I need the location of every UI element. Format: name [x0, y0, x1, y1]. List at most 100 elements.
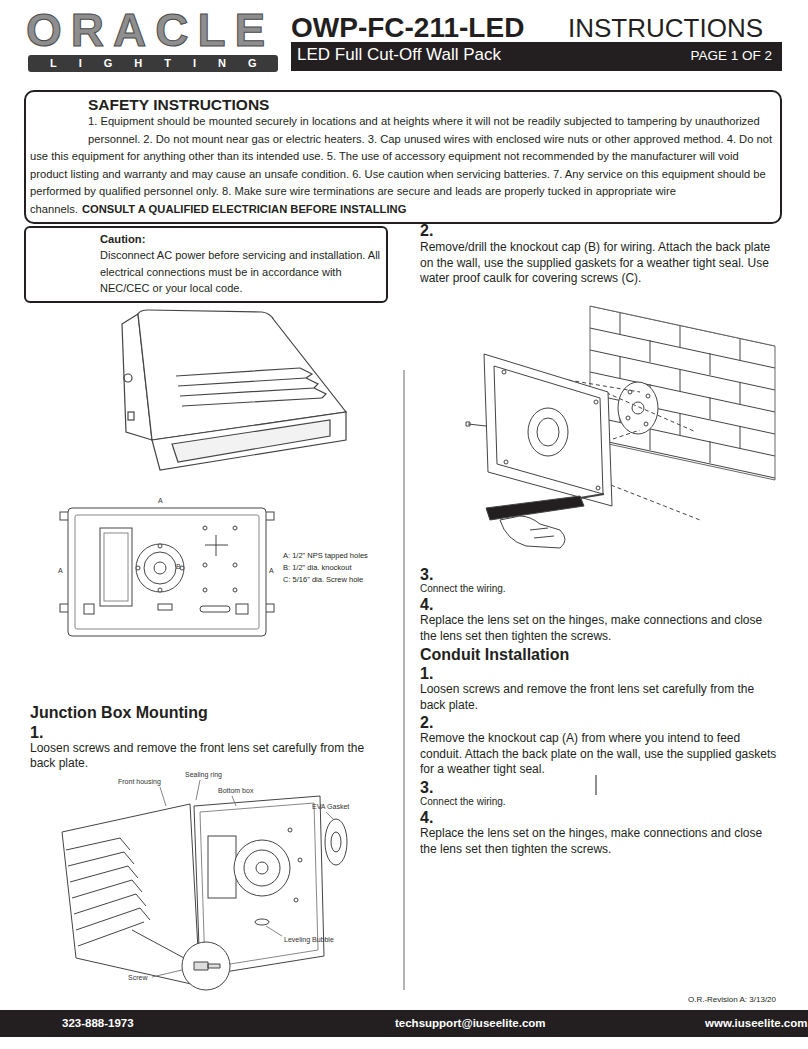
back-plate-drawing	[200, 606, 230, 612]
step-text: Remove/drill the knockout cap (B) for wi…	[420, 240, 782, 287]
brick-wall-drawing	[484, 354, 612, 506]
junction-box-drawing	[298, 858, 302, 862]
brick-wall-drawing	[644, 422, 648, 426]
safety-panel: SAFETY INSTRUCTIONS1. Equipment should b…	[24, 90, 782, 224]
brick-wall-drawing	[528, 408, 568, 456]
back-plate-drawing	[75, 515, 259, 629]
step-text: Replace the lens set on the hinges, make…	[420, 826, 782, 857]
caution-text: Disconnect AC power before servicing and…	[100, 247, 382, 297]
junction-box-drawing	[182, 942, 230, 990]
back-plate-drawing	[205, 535, 228, 556]
section-heading: Conduit Installation	[420, 646, 569, 664]
dimension-letter: A	[58, 567, 63, 575]
junction-box-drawing	[62, 804, 200, 986]
back-plate-drawing	[84, 604, 94, 614]
junction-box-drawing	[120, 838, 150, 920]
step-text: Connect the wiring.	[420, 796, 506, 808]
dimension-letter: A	[158, 497, 163, 505]
back-plate-drawing	[144, 552, 176, 584]
contact-band: 323-888-1973techsupport@iuseelite.comwww…	[0, 1010, 808, 1037]
junction-box-drawing	[331, 832, 341, 852]
back-plate-drawing	[233, 563, 237, 567]
wall-pack-drawing	[152, 412, 346, 470]
section-heading: Junction Box Mounting	[30, 704, 208, 722]
back-plate-drawing	[158, 588, 162, 592]
back-plate-drawing	[236, 604, 248, 614]
dimension-letter: B	[176, 563, 181, 571]
brand-logo: ORACLE	[26, 7, 274, 53]
junction-box-drawing	[132, 930, 184, 958]
step-number: 3.	[420, 779, 433, 796]
key-entry: C: 5/16" dia. Screw hole	[283, 575, 363, 584]
key-entry: B: 1/2" dia. knockout	[283, 563, 352, 572]
caution-heading: Caution:	[100, 232, 145, 247]
junction-box-drawing	[62, 780, 347, 990]
step-text: Connect the wiring.	[420, 583, 506, 595]
brick-wall-drawing	[626, 416, 630, 420]
dimension-letter: A	[269, 567, 274, 575]
email-address: techsupport@iuseelite.com	[395, 1016, 546, 1030]
junction-box-drawing	[256, 862, 268, 874]
brick-wall-drawing	[590, 306, 775, 478]
back-plate-drawing	[233, 526, 237, 530]
step-text: Loosen screws and remove the front lens …	[420, 682, 782, 713]
step-text: Loosen screws and remove the front lens …	[30, 741, 392, 770]
step-number: 2.	[420, 222, 433, 239]
junction-box-drawing	[208, 836, 236, 898]
step-number: 4.	[420, 809, 433, 826]
column-divider	[404, 370, 405, 990]
icon-space	[30, 113, 88, 147]
brick-wall-drawing	[646, 394, 650, 398]
part-label: Bottom box	[218, 787, 253, 795]
revision-note: O.R.-Revision A: 3/13/20	[600, 995, 776, 1005]
caution-panel: Caution:Disconnect AC power before servi…	[24, 226, 388, 303]
step-text: Remove the knockout cap (A) from where y…	[420, 731, 782, 778]
document-type: INSTRUCTIONS	[568, 14, 763, 42]
back-plate-drawing	[104, 533, 128, 601]
step-text: Replace the lens set on the hinges, make…	[420, 613, 782, 644]
junction-box-drawing	[152, 780, 334, 977]
web-address: www.iuseelite.com	[705, 1016, 807, 1030]
panel-heading: SAFETY INSTRUCTIONS	[88, 96, 269, 114]
brick-wall-drawing	[537, 418, 559, 446]
wall-pack-drawing	[172, 420, 330, 462]
junction-box-drawing	[244, 850, 280, 886]
back-plate-drawing	[203, 563, 207, 567]
brick-wall-drawing	[502, 370, 506, 374]
back-plate-drawing	[158, 544, 162, 548]
subtitle: LED Full Cut-Off Wall Pack	[297, 45, 501, 65]
brick-wall-drawing	[466, 422, 486, 426]
logo-bar	[28, 55, 278, 72]
brick-wall-drawing	[580, 494, 604, 498]
back-plate-drawing	[203, 526, 207, 530]
back-plate-drawing	[60, 508, 274, 636]
brick-wall-drawing	[596, 486, 600, 490]
part-label: Screw	[128, 974, 147, 982]
logo-bar	[28, 55, 278, 72]
brick-wall-drawing	[594, 400, 598, 404]
brick-wall-drawing	[590, 306, 775, 478]
warning-text: CONSULT A QUALIFIED ELECTRICIAN BEFORE I…	[82, 203, 406, 215]
product-code: OWP-FC-211-LED	[291, 13, 524, 43]
brick-wall-drawing	[500, 516, 565, 548]
brick-wall-drawing	[494, 366, 603, 494]
instruction-list: 1. Equipment should be mounted securely …	[30, 113, 778, 218]
step-number: 4.	[420, 596, 433, 613]
part-label: Front housing	[118, 778, 161, 786]
back-plate-drawing	[203, 588, 207, 592]
brick-wall-drawing	[590, 306, 775, 480]
instruction-text: 1. Equipment should be mounted securely …	[30, 115, 772, 215]
part-label: Sealing ring	[185, 771, 222, 779]
wall-pack-drawing	[124, 374, 132, 382]
brick-wall-drawing	[530, 528, 554, 538]
cursor-mark	[596, 775, 597, 795]
wall-pack-drawing	[128, 412, 134, 420]
wall-pack-drawing	[300, 368, 326, 398]
back-plate-drawing	[154, 562, 166, 574]
step-number: 1.	[420, 665, 433, 682]
key-entry: A: 1/2" NPS tapped holes	[283, 551, 368, 560]
wall-pack-drawing	[122, 310, 346, 470]
title-band: LED Full Cut-Off Wall PackPAGE 1 OF 2	[291, 42, 782, 71]
junction-box-drawing	[234, 840, 290, 896]
